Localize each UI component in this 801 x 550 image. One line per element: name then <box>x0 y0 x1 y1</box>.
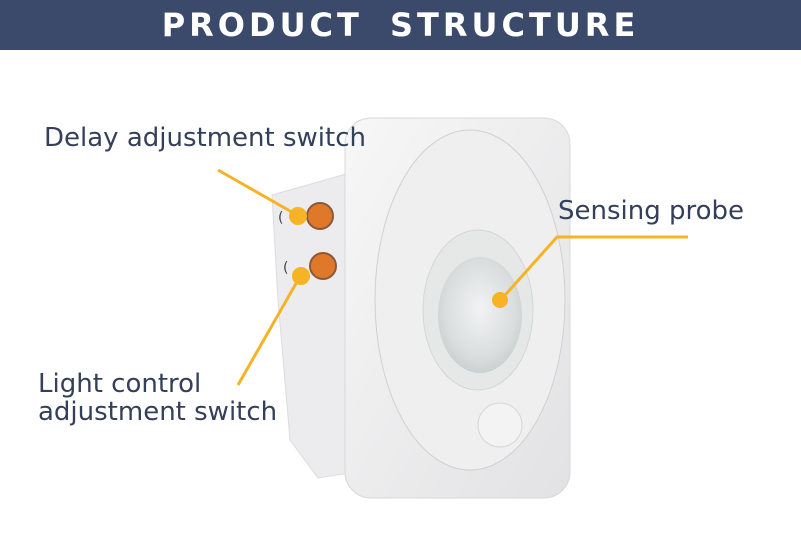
page-title: PRODUCT STRUCTURE <box>161 6 640 44</box>
light-control-line2: adjustment switch <box>38 397 278 427</box>
button-icon <box>477 402 523 448</box>
header-banner: PRODUCT STRUCTURE <box>0 0 801 50</box>
light-control-label: Light control adjustment switch <box>38 370 277 426</box>
callout-lines <box>217 168 688 386</box>
light-control-line1: Light control <box>38 369 202 399</box>
delay-switch-label: Delay adjustment switch <box>44 123 366 153</box>
pir-lens-icon <box>438 257 522 373</box>
light-knob-icon <box>309 252 337 280</box>
sensing-probe-label: Sensing probe <box>558 196 745 226</box>
delay-knob-icon <box>306 202 334 230</box>
callout-dots <box>289 207 508 308</box>
svg-text:(: ( <box>283 260 288 276</box>
svg-text:(: ( <box>278 210 283 226</box>
